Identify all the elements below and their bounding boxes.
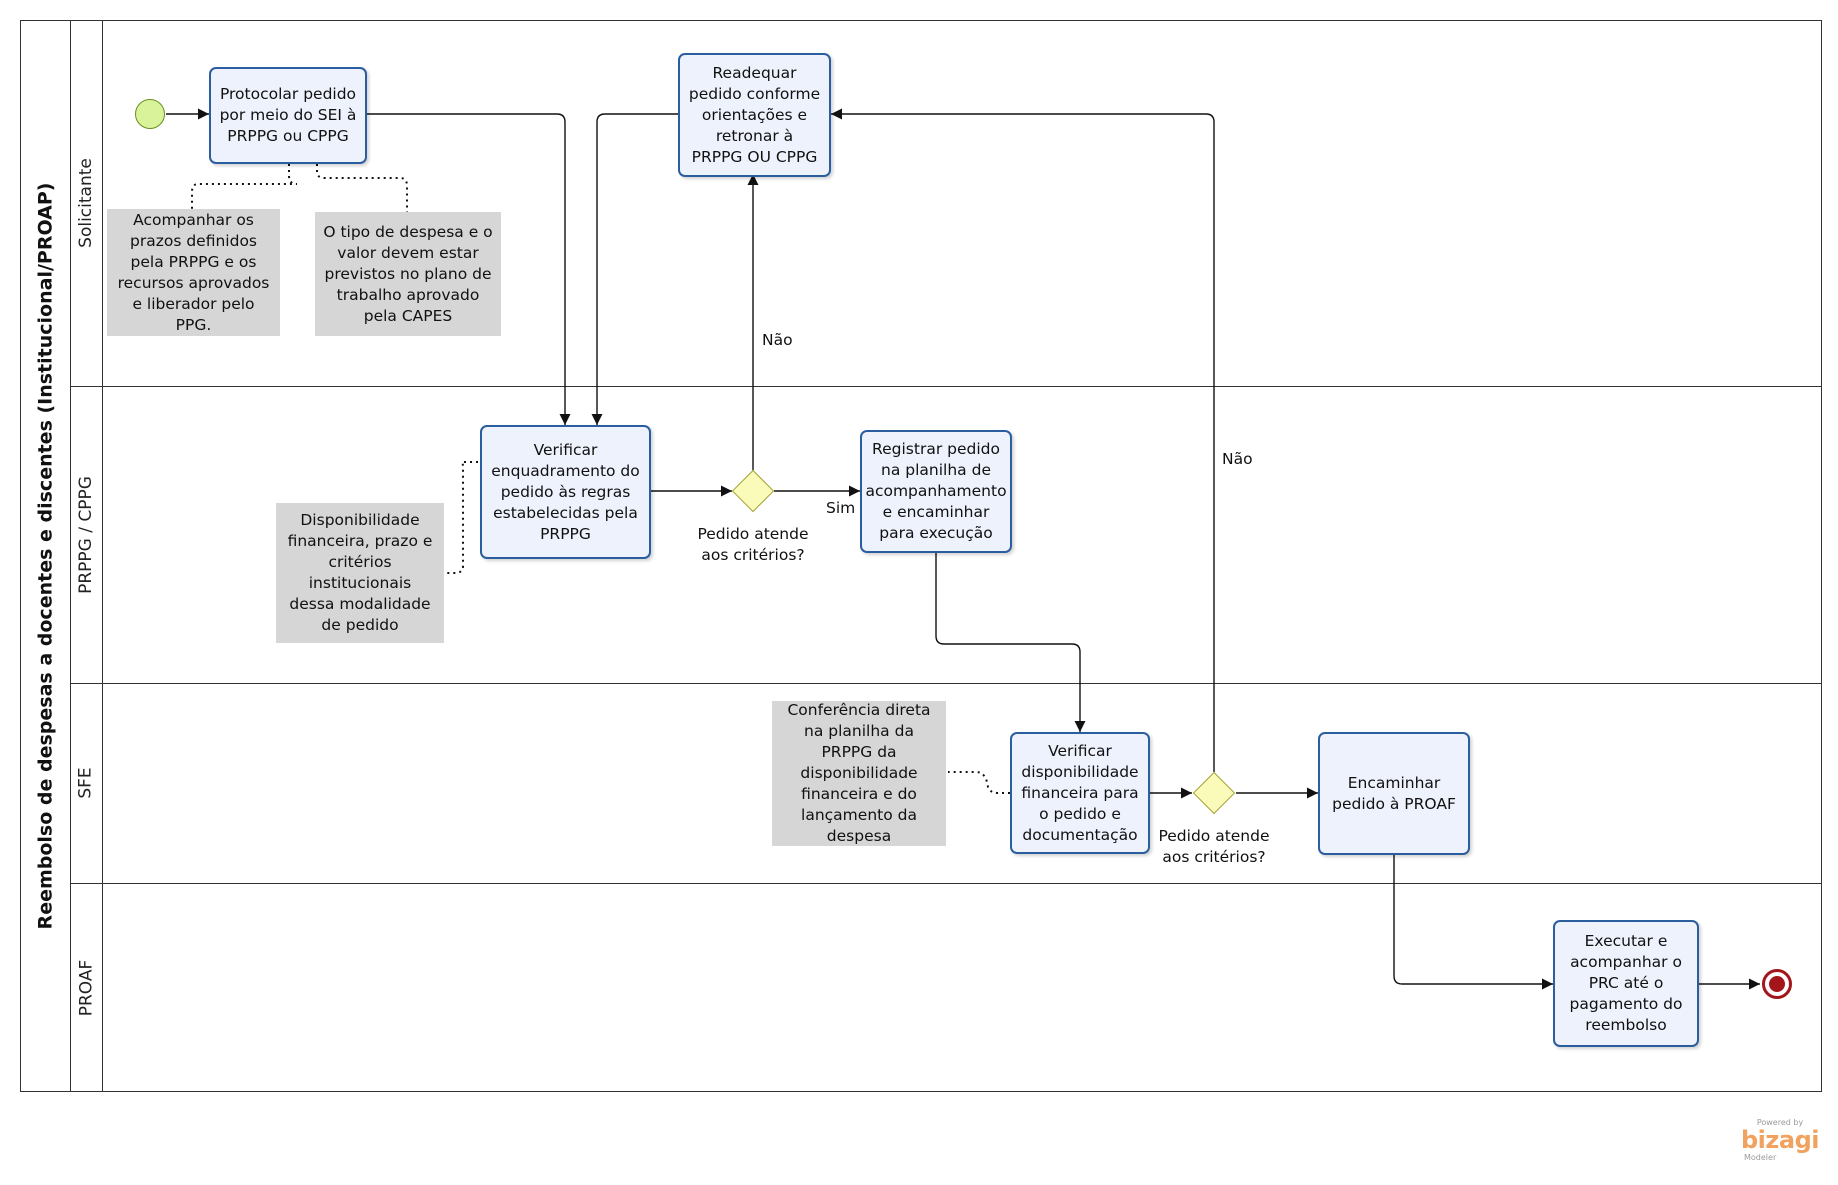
task-verificar-enquadramento[interactable]: Verificar enquadramento do pedido às reg… xyxy=(480,425,651,559)
gateway-criterios-2-label: Pedido atende aos critérios? xyxy=(1158,827,1270,866)
association-tipo-despesa xyxy=(316,164,408,212)
flow-registrar-to-verificar-disp xyxy=(935,553,1086,732)
note-acompanhar-prazos: Acompanhar os prazos definidos pela PRPP… xyxy=(107,209,280,336)
flow-protocolar-to-verificar xyxy=(367,113,571,425)
lane-header-divider xyxy=(102,20,103,1092)
flow-readequar-to-verificar xyxy=(591,113,678,425)
edge-label-nao-sfe: Não xyxy=(1222,450,1253,468)
flow-gateway2-to-readequar xyxy=(831,108,1215,772)
task-encaminhar-proaf[interactable]: Encaminhar pedido à PROAF xyxy=(1318,732,1470,855)
task-encaminhar-proaf-label: Encaminhar pedido à PROAF xyxy=(1332,773,1456,813)
task-registrar-pedido[interactable]: Registrar pedido na planilha de acompanh… xyxy=(860,430,1012,553)
task-readequar-label: Readequar pedido conforme orientações e … xyxy=(688,63,821,166)
lane-divider-2 xyxy=(70,683,1822,684)
task-protocolar-label: Protocolar pedido por meio do SEI à PRPP… xyxy=(219,85,357,145)
watermark-product: Modeler xyxy=(1744,1153,1777,1162)
note-conferencia: Conferência direta na planilha da PRPPG … xyxy=(772,701,946,846)
lane-divider-3 xyxy=(70,883,1822,884)
task-verificar-disponibilidade[interactable]: Verificar disponibilidade financeira par… xyxy=(1010,732,1150,854)
start-event[interactable] xyxy=(135,99,165,129)
association-acompanhar-prazos xyxy=(191,164,298,209)
task-registrar-label: Registrar pedido na planilha de acompanh… xyxy=(865,440,1007,542)
task-verificar-disponibilidade-label: Verificar disponibilidade financeira par… xyxy=(1021,741,1139,844)
task-readequar-pedido[interactable]: Readequar pedido conforme orientações e … xyxy=(678,53,831,177)
note-disponibilidade-text: Disponibilidade financeira, prazo e crit… xyxy=(287,511,433,634)
note-tipo-despesa: O tipo de despesa e o valor devem estar … xyxy=(315,212,501,336)
association-disponibilidade xyxy=(444,461,478,574)
pool-header-divider xyxy=(70,20,71,1092)
note-tipo-despesa-text: O tipo de despesa e o valor devem estar … xyxy=(323,222,493,325)
note-disponibilidade: Disponibilidade financeira, prazo e crit… xyxy=(276,503,444,643)
note-conferencia-text: Conferência direta na planilha da PRPPG … xyxy=(787,701,931,845)
task-protocolar-pedido[interactable]: Protocolar pedido por meio do SEI à PRPP… xyxy=(209,67,367,164)
end-event-core xyxy=(1769,976,1785,992)
note-acompanhar-prazos-text: Acompanhar os prazos definidos pela PRPP… xyxy=(117,210,270,334)
gateway-criterios-1-label: Pedido atende aos critérios? xyxy=(697,525,809,564)
task-executar-label: Executar e acompanhar o PRC até o pagame… xyxy=(1569,932,1683,1034)
association-conferencia xyxy=(948,771,1010,794)
bizagi-watermark: Powered by bizagi Modeler xyxy=(1738,1118,1822,1162)
edge-label-sim: Sim xyxy=(826,499,856,517)
lane-divider-1 xyxy=(70,386,1822,387)
edge-label-nao-readequar: Não xyxy=(762,331,793,349)
task-executar-acompanhar[interactable]: Executar e acompanhar o PRC até o pagame… xyxy=(1553,920,1699,1047)
flow-encaminhar-to-executar xyxy=(1393,855,1553,990)
bizagi-logo: bizagi xyxy=(1741,1126,1819,1154)
end-event[interactable] xyxy=(1762,969,1792,999)
task-verificar-enquadramento-label: Verificar enquadramento do pedido às reg… xyxy=(491,440,640,543)
watermark-powered-by: Powered by xyxy=(1756,1118,1804,1127)
